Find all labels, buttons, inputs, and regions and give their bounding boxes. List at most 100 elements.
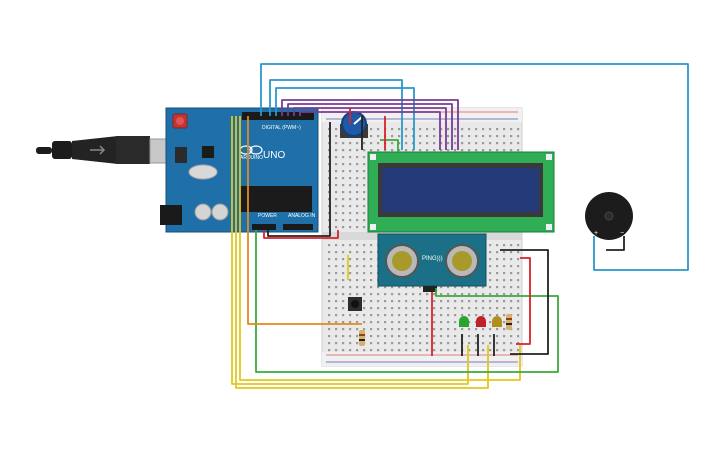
breadboard-hole [335,163,338,166]
breadboard-hole [398,128,401,131]
push-button[interactable] [348,297,362,311]
wire-yellow[interactable] [239,116,521,381]
wire-red[interactable] [516,257,531,345]
breadboard-hole [356,272,359,275]
breadboard-hole [440,335,443,338]
breadboard-hole [482,300,485,303]
breadboard-hole [433,314,436,317]
breadboard-hole [405,142,408,145]
breadboard-hole [482,149,485,152]
potentiometer[interactable] [340,111,368,138]
breadboard-hole [468,149,471,152]
breadboard-hole [342,170,345,173]
breadboard-hole [391,286,394,289]
wire-black[interactable] [267,122,331,237]
breadboard-hole [419,349,422,352]
breadboard-hole [426,321,429,324]
breadboard-hole [391,342,394,345]
breadboard-hole [419,293,422,296]
breadboard-hole [426,135,429,138]
wire-blue[interactable] [260,63,689,271]
led-yellow[interactable] [492,316,502,327]
wire-red[interactable] [263,230,339,239]
resistor[interactable] [506,314,512,330]
breadboard-hole [363,177,366,180]
breadboard-hole [335,177,338,180]
wire-purple[interactable] [293,107,447,150]
breadboard-hole [517,300,520,303]
breadboard-hole [517,272,520,275]
breadboard-hole [447,314,450,317]
breadboard-hole [447,135,450,138]
breadboard-hole [433,321,436,324]
breadboard-hole [328,244,331,247]
breadboard-hole [356,226,359,229]
wire-blue[interactable] [275,87,415,150]
breadboard-hole [503,135,506,138]
breadboard-hole [335,251,338,254]
breadboard-hole [454,286,457,289]
wire-purple[interactable] [287,103,453,150]
breadboard-hole [496,307,499,310]
piezo-buzzer[interactable]: + − [585,192,633,240]
lcd-display[interactable] [367,151,555,233]
breadboard-hole [496,300,499,303]
wire-black[interactable] [606,236,625,251]
breadboard-hole [447,293,450,296]
breadboard-hole [363,272,366,275]
breadboard-hole [335,198,338,201]
arduino-board[interactable]: DIGITAL (PWM~) POWER ANALOG IN ARDUINO U… [160,107,319,233]
breadboard-hole [510,244,513,247]
breadboard-hole [510,307,513,310]
breadboard-hole [356,349,359,352]
breadboard-hole [489,342,492,345]
breadboard-hole [412,335,415,338]
wire-purple[interactable] [299,111,441,150]
wire-black[interactable] [500,249,549,355]
wire-yellow[interactable] [231,116,469,385]
wire-blue[interactable] [269,79,403,150]
breadboard-hole [461,286,464,289]
led-red[interactable] [476,316,486,327]
breadboard-hole [419,286,422,289]
led-green[interactable] [459,316,469,327]
resistor[interactable] [359,330,365,346]
breadboard-hole [342,342,345,345]
breadboard-hole [419,328,422,331]
breadboard-hole [475,307,478,310]
breadboard-hole [496,335,499,338]
breadboard-hole [496,314,499,317]
breadboard-hole [503,142,506,145]
breadboard-hole [342,265,345,268]
breadboard-hole [440,293,443,296]
breadboard-hole [370,314,373,317]
breadboard-hole [384,342,387,345]
wire-green[interactable] [255,230,559,373]
breadboard-hole [426,314,429,317]
breadboard-hole [342,205,345,208]
wire-purple[interactable] [281,99,459,150]
wire-orange[interactable] [247,116,362,325]
breadboard-hole [510,272,513,275]
breadboard-hole [335,149,338,152]
breadboard-hole [475,128,478,131]
breadboard-hole [391,307,394,310]
breadboard-hole [517,314,520,317]
breadboard-hole [349,293,352,296]
breadboard-hole [356,149,359,152]
breadboard-hole [517,349,520,352]
breadboard-hole [461,142,464,145]
breadboard-hole [496,135,499,138]
breadboard-hole [363,258,366,261]
wire-green[interactable] [380,139,399,152]
breadboard-hole [349,342,352,345]
breadboard-hole [426,128,429,131]
breadboard-hole [517,328,520,331]
breadboard-hole [328,314,331,317]
usb-cable[interactable] [36,136,187,164]
wire-yellow[interactable] [235,116,489,389]
breadboard-hole [412,286,415,289]
ultrasonic-sensor[interactable]: PING))) [377,233,487,292]
breadboard-hole [475,142,478,145]
